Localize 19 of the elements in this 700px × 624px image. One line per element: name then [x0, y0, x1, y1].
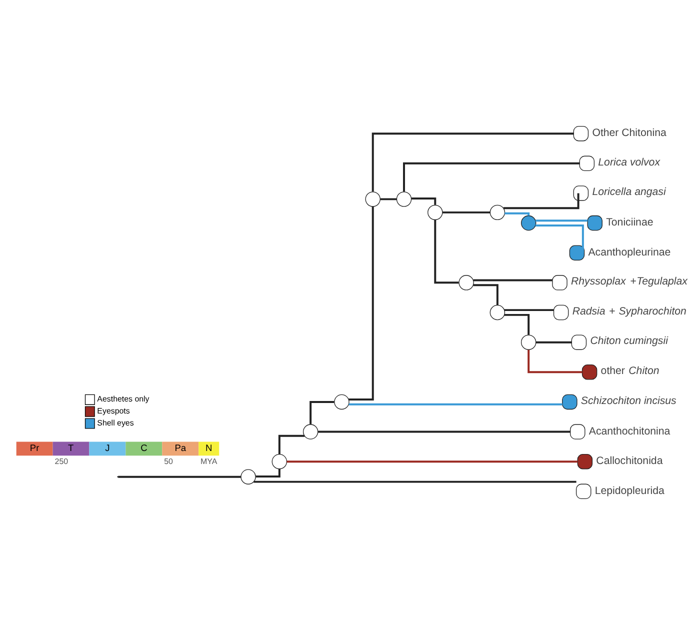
label: Pa — [174, 442, 186, 453]
label: T — [68, 442, 74, 453]
node-label: Schizochiton incisus — [580, 394, 676, 406]
label: N — [206, 442, 212, 453]
node-label: Toniciinae — [606, 216, 654, 228]
node-label: Lepidopleurida — [594, 484, 664, 496]
label: J — [105, 442, 110, 453]
node-label: Lorica volvox — [598, 156, 660, 168]
node-label: Radsia + Sypharochiton — [572, 304, 686, 317]
node-label: Other Chitonina — [592, 126, 666, 139]
node-label: Callochitonida — [596, 454, 663, 467]
node-label: other Chiton — [600, 364, 660, 376]
node-label: Acanthochitonina — [588, 424, 670, 437]
node-label: Chiton cumingsii — [590, 334, 668, 347]
node-label: Loricella angasi — [592, 186, 666, 198]
node-label: Rhyssoplax +Tegulaplax — [571, 275, 688, 288]
node-label: Acanthopleurinae — [588, 246, 671, 258]
label: Pr — [30, 442, 40, 453]
label: C — [140, 442, 148, 453]
